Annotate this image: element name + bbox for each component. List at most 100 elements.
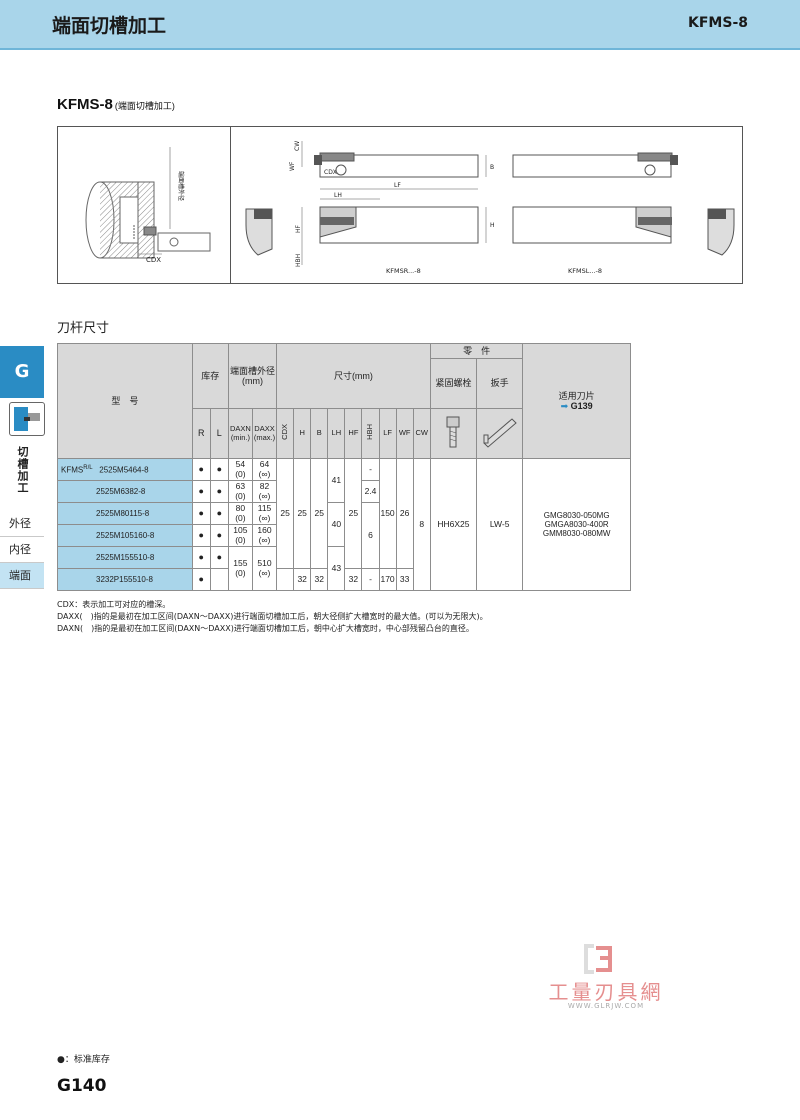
table-notes: CDX：表示加工可对应的槽深。 DAXX( )指的是最初在加工区间(DAXN～D… xyxy=(57,599,488,635)
wrench-header: 扳手 xyxy=(476,358,524,409)
stock-header: 库存 xyxy=(191,343,229,409)
parts-header: 零 件 xyxy=(429,343,524,359)
hf-header: HF xyxy=(344,408,363,459)
daxx-cell: 115(∞) xyxy=(251,502,278,525)
daxn-cell: 105(0) xyxy=(227,524,253,547)
sidebar-category: 切槽加工 xyxy=(16,446,29,494)
note-line: CDX：表示加工可对应的槽深。 xyxy=(57,600,171,609)
stock-l: ● xyxy=(209,524,229,547)
lh-cell: 40 xyxy=(327,502,346,547)
stock-l: ● xyxy=(209,458,229,481)
h-label: H xyxy=(490,222,495,229)
grooving-icon xyxy=(9,402,45,436)
note-line: DAXX( )指的是最初在加工区间(DAXN～DAXX)进行端面切槽加工后，朝大… xyxy=(57,612,488,621)
workpiece-diagram: 端面槽外径 CDX xyxy=(85,147,211,264)
groove-dia-header: 端面槽外径(mm) xyxy=(227,343,278,409)
lh-cell: 43 xyxy=(327,546,346,591)
hex-key-icon xyxy=(482,418,517,449)
header-code: KFMS-8 xyxy=(688,15,748,31)
daxn-cell: 80(0) xyxy=(227,502,253,525)
watermark-logo: 工量刃具網 WWW.GLRJW.COM xyxy=(536,942,676,1012)
hbh-label: HBH xyxy=(295,254,302,267)
stock-l: ● xyxy=(209,502,229,525)
model-header: 型 号 xyxy=(57,343,193,459)
stock-r: ● xyxy=(191,546,211,569)
drawing-divider xyxy=(230,127,231,283)
page-number: G140 xyxy=(57,1076,107,1096)
arrow-right-icon: ➡ xyxy=(560,401,569,411)
holder-top-view-r: CW WF CDX B LF LH xyxy=(289,141,494,200)
product-title: KFMS-8(端面切槽加工) xyxy=(57,96,175,113)
daxn-header: DAXN(min.) xyxy=(227,408,253,459)
sidebar-item-inner[interactable]: 内径 xyxy=(0,537,44,563)
r-header: R xyxy=(191,408,211,459)
screw-header: 紧固螺栓 xyxy=(429,358,478,409)
b-cell: 25 xyxy=(310,458,329,569)
insert-header: 适用刀片 ➡ G139 xyxy=(522,343,631,459)
b-header: B xyxy=(310,408,329,459)
cdx-cell: 25 xyxy=(276,458,295,569)
stock-r: ● xyxy=(191,568,211,591)
page-header: 端面切槽加工 KFMS-8 xyxy=(0,0,800,48)
cdx-label: CDX xyxy=(324,169,337,176)
insert-ref[interactable]: ➡ G139 xyxy=(560,401,593,411)
lf-cell: 150 xyxy=(378,458,397,569)
hbh-cell: - xyxy=(361,568,380,591)
lh-label: LH xyxy=(334,192,342,199)
holder-side-view-l: KFMSL...-8 xyxy=(512,206,735,275)
sidebar-tab-g[interactable]: G xyxy=(0,346,44,398)
header-divider xyxy=(0,48,800,50)
b-label: B xyxy=(490,164,494,171)
watermark-mark-icon xyxy=(584,944,612,974)
stock-l: ● xyxy=(209,480,229,503)
sidebar-item-outer[interactable]: 外径 xyxy=(0,511,44,537)
daxx-cell: 82(∞) xyxy=(251,480,278,503)
h-cell: 32 xyxy=(293,568,312,591)
hf-cell: 32 xyxy=(344,568,363,591)
hf-cell: 25 xyxy=(344,458,363,569)
hf-label: HF xyxy=(295,224,302,233)
b-cell: 32 xyxy=(310,568,329,591)
table-row-model: 3232P155510-8 xyxy=(57,568,193,591)
cw-label: CW xyxy=(294,141,301,151)
section-title: 刀杆尺寸 xyxy=(57,321,110,336)
daxx-cell: 160(∞) xyxy=(251,524,278,547)
sidebar-nav: 外径 内径 端面 xyxy=(0,511,44,589)
insert-item: GMG8030-050MG xyxy=(543,510,610,520)
technical-drawing: 端面槽外径 CDX CW WF CDX B LF LH xyxy=(57,126,743,284)
l-header: L xyxy=(209,408,229,459)
hbh-cell: 6 xyxy=(361,502,380,569)
product-name: KFMS-8 xyxy=(57,96,113,113)
product-subtitle: (端面切槽加工) xyxy=(114,101,175,111)
hbh-cell: - xyxy=(361,458,380,481)
cw-cell: 8 xyxy=(412,458,431,591)
stock-r: ● xyxy=(191,458,211,481)
cdx-cell xyxy=(276,568,295,591)
screw-cell: HH6X25 xyxy=(429,458,478,591)
watermark-name: 工量刃具網 xyxy=(548,980,664,1004)
table-row-model: 2525M6382-8 xyxy=(57,480,193,503)
header-title: 端面切槽加工 xyxy=(52,15,167,37)
sidebar-item-face[interactable]: 端面 xyxy=(0,563,44,589)
table-row-model: 2525M105160-8 xyxy=(57,524,193,547)
stock-r: ● xyxy=(191,480,211,503)
watermark-url: WWW.GLRJW.COM xyxy=(567,1002,645,1010)
h-header: H xyxy=(293,408,312,459)
daxx-cell: 510(∞) xyxy=(251,546,278,591)
h-cell: 25 xyxy=(293,458,312,569)
lh-header: LH xyxy=(327,408,346,459)
daxx-header: DAXX(max.) xyxy=(251,408,278,459)
stock-l xyxy=(209,568,229,591)
right-variant-label: KFMSR...-8 xyxy=(386,267,421,275)
left-cdx-label: CDX xyxy=(146,256,161,264)
holder-side-view-r: HF HBH H KFMSR...-8 xyxy=(245,206,495,275)
stock-r: ● xyxy=(191,502,211,525)
lf-header: LF xyxy=(378,408,397,459)
daxn-cell: 54(0) xyxy=(227,458,253,481)
spec-table: 型 号 库存 端面槽外径(mm) 尺寸(mm) 零 件 适用刀片 ➡ G139 … xyxy=(57,343,631,591)
stock-r: ● xyxy=(191,524,211,547)
daxx-cell: 64(∞) xyxy=(251,458,278,481)
cdx-header: CDX xyxy=(276,408,295,459)
hex-screw-icon xyxy=(446,416,460,448)
insert-cell: GMG8030-050MG GMGA8030-400R GMM8030-080M… xyxy=(522,458,631,591)
